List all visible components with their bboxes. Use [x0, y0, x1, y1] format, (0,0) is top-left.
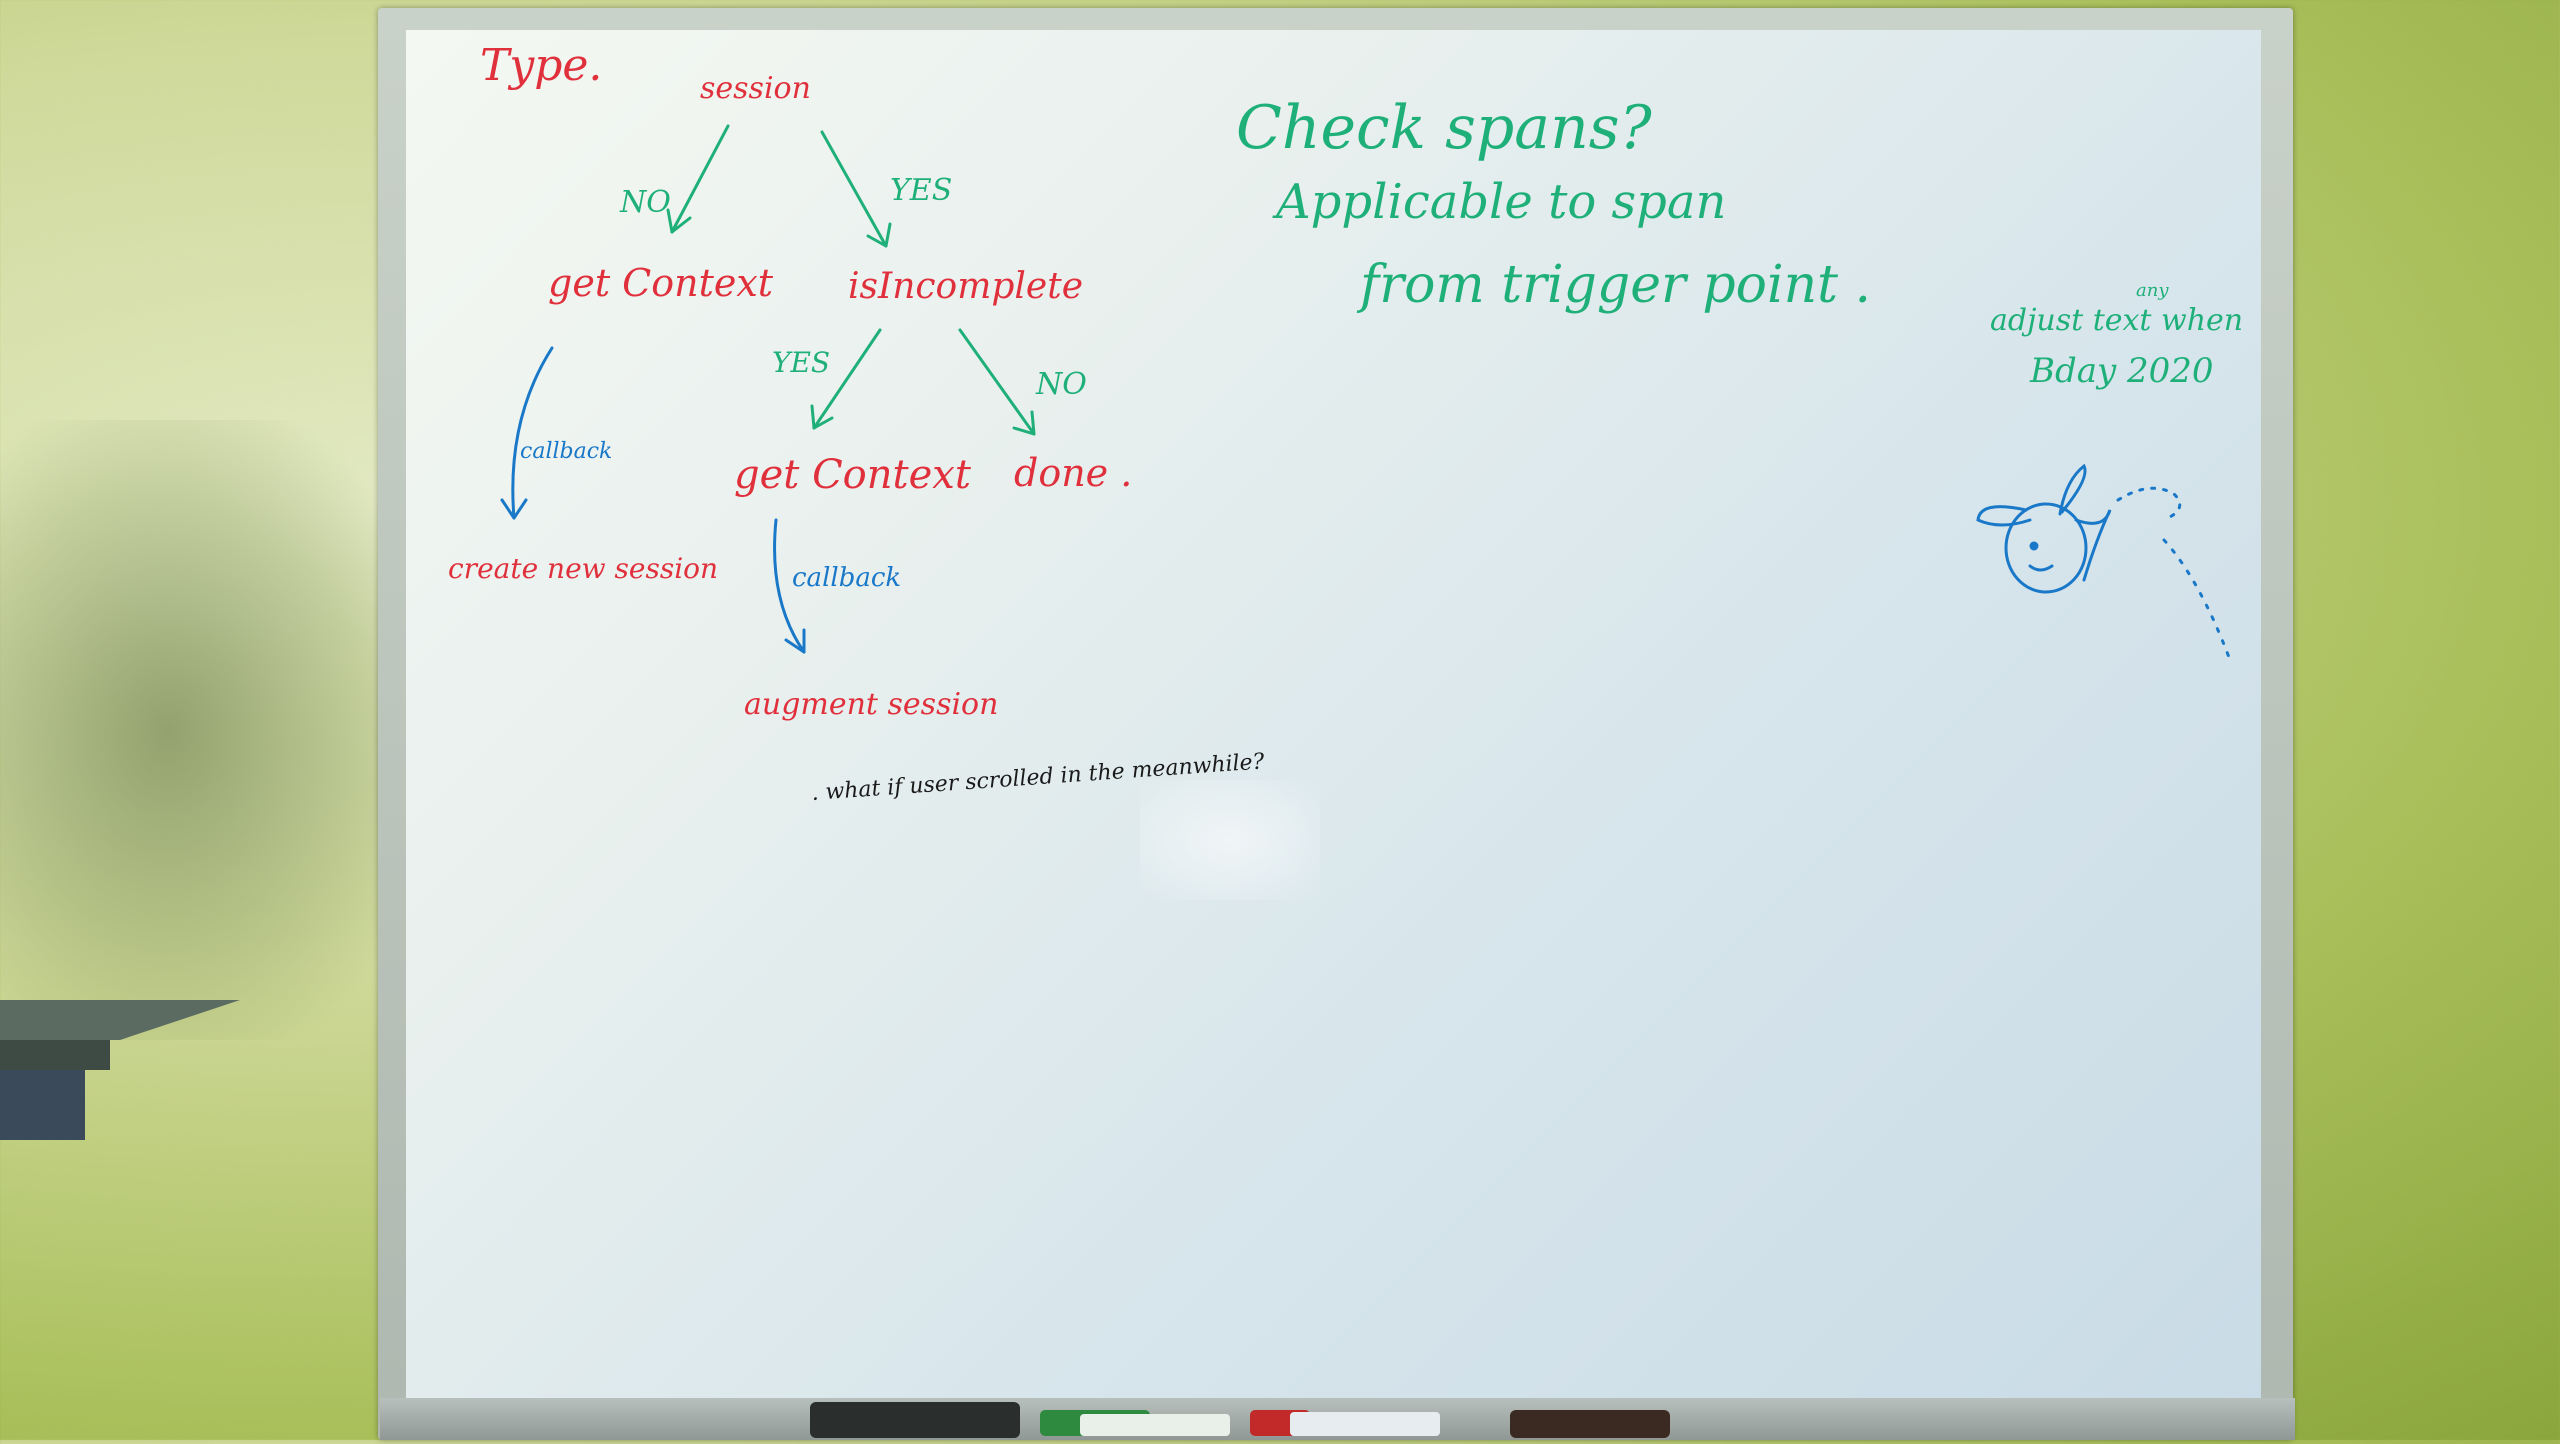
corner-right-line-2: Bday 2020: [2029, 351, 2214, 391]
light-glare: [1140, 780, 1320, 900]
corner-right-small: any: [2136, 280, 2169, 301]
branch-yes-1: YES: [890, 173, 952, 208]
callback-label-2: callback: [792, 563, 901, 593]
question-note: . what if user scrolled in the meanwhile…: [811, 749, 1266, 806]
arrow-session-to-getcontext: [670, 124, 730, 234]
node-done: done .: [1014, 451, 1132, 495]
shelf-object: [0, 1000, 240, 1140]
arrow-session-to-isincomplete: [820, 130, 888, 248]
arrow-isincomplete-to-done: [958, 328, 1036, 436]
note-line-2: Applicable to span: [1272, 174, 1726, 230]
corner-note: Type.: [480, 40, 602, 91]
note-line-3: from trigger point .: [1356, 255, 1871, 315]
arrow-callback-2: [773, 518, 806, 654]
result-augment-session: augment session: [744, 687, 998, 722]
bee-doodle-icon: [1976, 463, 2232, 662]
root-node: session: [700, 71, 811, 106]
arrow-isincomplete-to-getcontext2: [812, 328, 882, 430]
markers-and-eraser: [810, 1402, 1670, 1438]
node-get-context-1: get Context: [548, 261, 774, 305]
branch-no-2: NO: [1035, 367, 1087, 402]
whiteboard-surface: [406, 30, 2261, 1410]
wall-shadow: [0, 420, 420, 1040]
node-is-incomplete: isIncomplete: [848, 266, 1083, 307]
marker-tray: [380, 1398, 2295, 1440]
callback-label-1: callback: [520, 439, 612, 464]
note-line-1: Check spans?: [1236, 93, 1652, 163]
corner-right-line-1: adjust text when: [1990, 303, 2243, 338]
node-get-context-2: get Context: [734, 452, 972, 498]
branch-no-1: NO: [619, 185, 671, 220]
result-create-session: create new session: [448, 552, 718, 585]
branch-yes-2: YES: [772, 346, 830, 379]
arrow-callback-1: [511, 346, 554, 520]
